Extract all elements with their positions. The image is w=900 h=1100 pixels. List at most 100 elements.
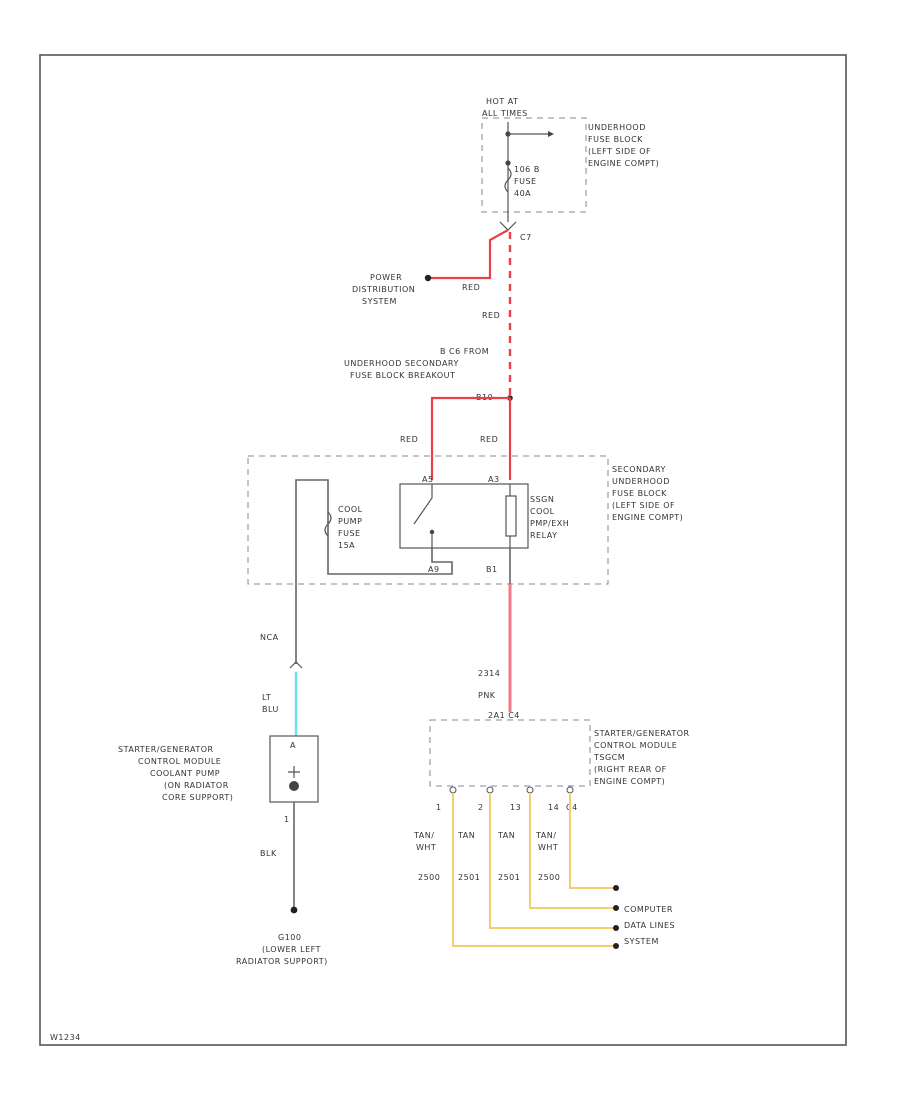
coolant-pump: A STARTER/GENERATOR CONTROL MODULE COOLA…: [118, 735, 319, 824]
connector-c7: C7: [520, 233, 532, 242]
power-distribution-label-3: SYSTEM: [362, 297, 397, 306]
secondary-location-5: ENGINE COMPT): [612, 513, 683, 522]
ground-label-1: G100: [278, 933, 301, 942]
relay-coil-icon: [505, 495, 517, 537]
pump-pin-a: A: [290, 741, 296, 750]
module-pin-1-node: [449, 786, 457, 794]
pump-pin-1: 1: [284, 815, 290, 824]
wire-yellow-c4: [569, 793, 614, 889]
cool-pump-fuse-label-3: FUSE: [338, 529, 361, 538]
circuit-pin13: 2501: [498, 873, 520, 882]
fuse-text: FUSE: [514, 177, 537, 186]
wire-blk: BLK: [260, 849, 277, 858]
wire-yellow-pin13: [489, 793, 614, 929]
module-pin-14: 14: [548, 803, 559, 812]
data-terminal-3: [613, 925, 619, 931]
fuse-feed-wire: [295, 479, 453, 590]
secondary-location-2: UNDERHOOD: [612, 477, 670, 486]
all-times-label: ALL TIMES: [482, 109, 528, 118]
fuse-number: 106 B: [514, 165, 540, 174]
wire-color-pnk: PNK: [478, 691, 496, 700]
relay-pin-a5: A5: [422, 475, 434, 484]
fuse-rating: 40A: [514, 189, 531, 198]
hot-at-label: HOT AT: [486, 97, 518, 106]
pin-a9: A9: [428, 565, 440, 574]
pump-motor-icon: [289, 781, 299, 791]
diagram-id: W1234: [50, 1033, 81, 1042]
pump-label-5: CORE SUPPORT): [162, 793, 233, 802]
underhood-fuse-block: HOT AT ALL TIMES 106 B FUSE 40A UNDERHOO…: [481, 97, 659, 242]
splice-note-1: B C6 FROM: [440, 347, 489, 356]
wire-red-left: [430, 396, 510, 480]
wire-red-power-distribution: [428, 229, 509, 280]
fuse-block-location-1: UNDERHOOD: [588, 123, 646, 132]
splice-note-3: FUSE BLOCK BREAKOUT: [350, 371, 455, 380]
wire-color-pin14-a: TAN/: [535, 831, 556, 840]
pump-motor-symbol: [288, 766, 300, 778]
secondary-location-3: FUSE BLOCK: [612, 489, 667, 498]
pump-label-2: CONTROL MODULE: [138, 757, 221, 766]
relay-body: [399, 483, 529, 549]
fuse-block-location-3: (LEFT SIDE OF: [588, 147, 651, 156]
module-connector: 2A1 C4: [488, 711, 520, 720]
pump-label-4: (ON RADIATOR: [164, 781, 229, 790]
secondary-location-4: (LEFT SIDE OF: [612, 501, 675, 510]
computer-data-label-3: SYSTEM: [624, 937, 659, 946]
module-pin-c4: C4: [566, 803, 578, 812]
relay-pin-a3: A3: [488, 475, 500, 484]
secondary-fuse-block: A5 A3 SSGN COOL PMP/EXH RELAY COOL PUMP …: [247, 455, 683, 590]
wire-blu: BLU: [262, 705, 279, 714]
diagram-frame: [39, 54, 847, 1046]
cool-pump-fuse-label-1: COOL: [338, 505, 363, 514]
fuse-block-location-4: ENGINE COMPT): [588, 159, 659, 168]
circuit-pin2: 2501: [458, 873, 480, 882]
module-pin-14-node: [566, 786, 574, 794]
wire-color-pin13: TAN: [497, 831, 515, 840]
module-pin-13: 13: [510, 803, 521, 812]
control-module-outline: [429, 719, 591, 787]
cool-pump-fuse-label-2: PUMP: [338, 517, 362, 526]
connector-chevron-icon: [499, 221, 517, 231]
relay-label-1: SSGN: [530, 495, 554, 504]
relay-label-3: PMP/EXH: [530, 519, 569, 528]
data-terminal-2: [613, 905, 619, 911]
wire-circuit-2314: 2314: [478, 669, 500, 678]
connector-chevron-icon: [289, 661, 303, 669]
secondary-location-1: SECONDARY: [612, 465, 666, 474]
cool-pump-fuse-icon: [324, 511, 332, 537]
module-pin-2: 2: [478, 803, 484, 812]
wire-color-pin1-a: TAN/: [413, 831, 434, 840]
power-distribution-label-1: POWER: [370, 273, 402, 282]
wire-nca: NCA: [260, 633, 279, 642]
wire-color-pin1-b: WHT: [416, 843, 436, 852]
computer-data-label-1: COMPUTER: [624, 905, 673, 914]
ground-label-2: (LOWER LEFT: [262, 945, 321, 954]
power-distribution-label-2: DISTRIBUTION: [352, 285, 415, 294]
fuse-node: [505, 160, 511, 166]
fuse-block-location-2: FUSE BLOCK: [588, 135, 643, 144]
relay-switch-node: [429, 529, 435, 535]
wire-color-red-power: RED: [462, 283, 480, 292]
wire-yellow-pin14: [529, 793, 614, 909]
module-label-4: (RIGHT REAR OF: [594, 765, 667, 774]
wire-yellow-pin1: [452, 793, 614, 947]
ground-terminal: [290, 906, 298, 914]
data-terminal-4: [613, 943, 619, 949]
wire-lt: LT: [262, 693, 271, 702]
wire-color-red-trunk: RED: [482, 311, 500, 320]
power-distribution-terminal: [424, 274, 432, 282]
module-pin-2-node: [486, 786, 494, 794]
splice-note-2: UNDERHOOD SECONDARY: [344, 359, 459, 368]
module-pin-13-node: [526, 786, 534, 794]
cool-pump-fuse-label-4: 15A: [338, 541, 355, 550]
circuit-pin14: 2500: [538, 873, 560, 882]
circuit-pin1: 2500: [418, 873, 440, 882]
wire-color-red-left: RED: [400, 435, 418, 444]
module-label-3: TSGCM: [593, 753, 625, 762]
wire-color-red-right: RED: [480, 435, 498, 444]
module-label-2: CONTROL MODULE: [594, 741, 677, 750]
module-label-5: ENGINE COMPT): [594, 777, 665, 786]
arrow-right-icon: [548, 131, 554, 137]
wire-color-pin2: TAN: [457, 831, 475, 840]
